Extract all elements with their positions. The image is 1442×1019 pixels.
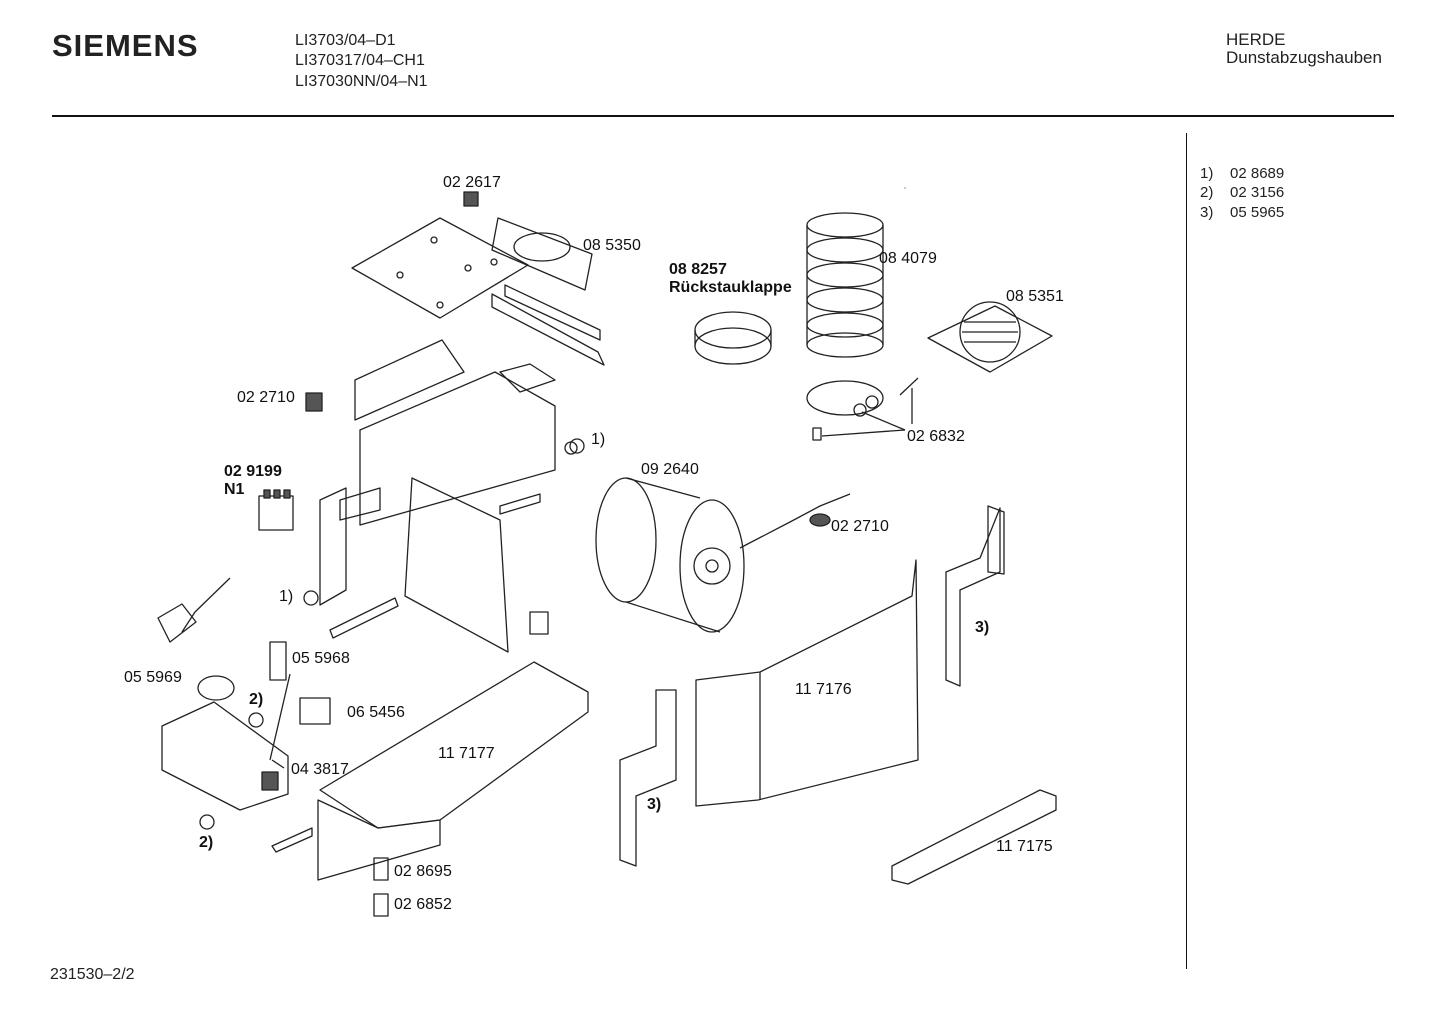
clip-022617 (463, 191, 479, 207)
top-plate (351, 217, 529, 319)
footnote-ref: 3) (975, 619, 989, 636)
hose-clamp (806, 377, 919, 441)
lamp-cap-026852 (373, 893, 389, 917)
part-label: 05 5969 (124, 669, 182, 686)
outlet-grille-085351 (927, 301, 1053, 373)
part-label: 05 5968 (292, 650, 350, 667)
hood-front-117176 (695, 559, 919, 807)
part-label: 11 7177 (438, 745, 495, 762)
lamp-cap-028695 (373, 857, 389, 881)
part-label: 02 6832 (907, 428, 965, 445)
rod (329, 493, 541, 639)
filter-panel (354, 339, 465, 421)
side-wall (271, 799, 441, 881)
rail-top (491, 284, 605, 366)
switch (529, 611, 549, 635)
cable-clip (809, 513, 831, 527)
exploded-parts-diagram: 02 2617 08 5350 08 8257 Rückstauklappe 0… (124, 174, 1064, 917)
part-name: Rückstauklappe (669, 279, 792, 296)
footnote-ref: 3) (647, 796, 661, 813)
part-label: 02 9199 (224, 463, 282, 480)
part-label: 06 5456 (347, 704, 405, 721)
part-label: 11 7176 (795, 681, 852, 698)
damper-flap-085350 (491, 217, 593, 291)
header-rule (52, 115, 1394, 117)
part-label: 08 4079 (879, 250, 937, 267)
footnote-ref: 1) (279, 588, 293, 605)
model-number: LI370317/04–CH1 (295, 52, 425, 69)
clip-022710 (305, 392, 323, 412)
lamp-socket-b (199, 712, 264, 830)
document-id: 231530–2/2 (50, 966, 135, 983)
side-panel (319, 487, 381, 606)
part-label: 04 3817 (291, 761, 349, 778)
part-label: 02 2710 (831, 518, 889, 535)
side-profile (945, 505, 1005, 687)
switch-043817 (261, 771, 279, 791)
part-label: 02 8695 (394, 863, 452, 880)
terminal-block-065456 (299, 697, 331, 725)
side-bracket (359, 363, 556, 526)
grease-filter-117175 (891, 789, 1057, 885)
cover-panel (404, 477, 509, 653)
footnote-ref: 1) (591, 431, 605, 448)
footnote: 3)05 5965 (1200, 204, 1285, 221)
part-label: 02 2617 (443, 174, 501, 191)
junction-box (161, 701, 289, 811)
footnote-ref: 2) (199, 834, 213, 851)
category-subtitle: Dunstabzugshauben (1226, 48, 1382, 67)
category-title: HERDE (1226, 30, 1286, 49)
stray-mark (904, 187, 906, 189)
part-label: 08 5351 (1006, 288, 1064, 305)
plug-cable (157, 577, 231, 643)
part-label: 02 6852 (394, 896, 452, 913)
part-label: 08 8257 (669, 261, 727, 278)
fan-motor-092640 (595, 477, 851, 633)
part-label: 09 2640 (641, 461, 699, 478)
capacitor-055968 (269, 641, 287, 681)
lamp-socket-a (303, 590, 319, 606)
model-number: LI37030NN/04–N1 (295, 73, 428, 90)
non-return-flap-088257 (694, 311, 772, 365)
part-label: 11 7175 (996, 838, 1053, 855)
sidebar-rule (1186, 133, 1187, 969)
flex-duct-084079 (806, 212, 884, 358)
side-profile (619, 689, 677, 867)
relay-029199 (258, 489, 294, 531)
capacitor-055969 (197, 675, 235, 701)
brand-logo: SIEMENS (52, 28, 199, 63)
footnote: 1)02 8689 (1200, 165, 1285, 182)
footnote: 2)02 3156 (1200, 184, 1285, 201)
footnote-ref: 2) (249, 691, 263, 708)
lamp-holder (564, 438, 585, 455)
part-label: 08 5350 (583, 237, 641, 254)
model-number: LI3703/04–D1 (295, 32, 396, 49)
part-label: 02 2710 (237, 389, 295, 406)
part-variant: N1 (224, 481, 245, 498)
